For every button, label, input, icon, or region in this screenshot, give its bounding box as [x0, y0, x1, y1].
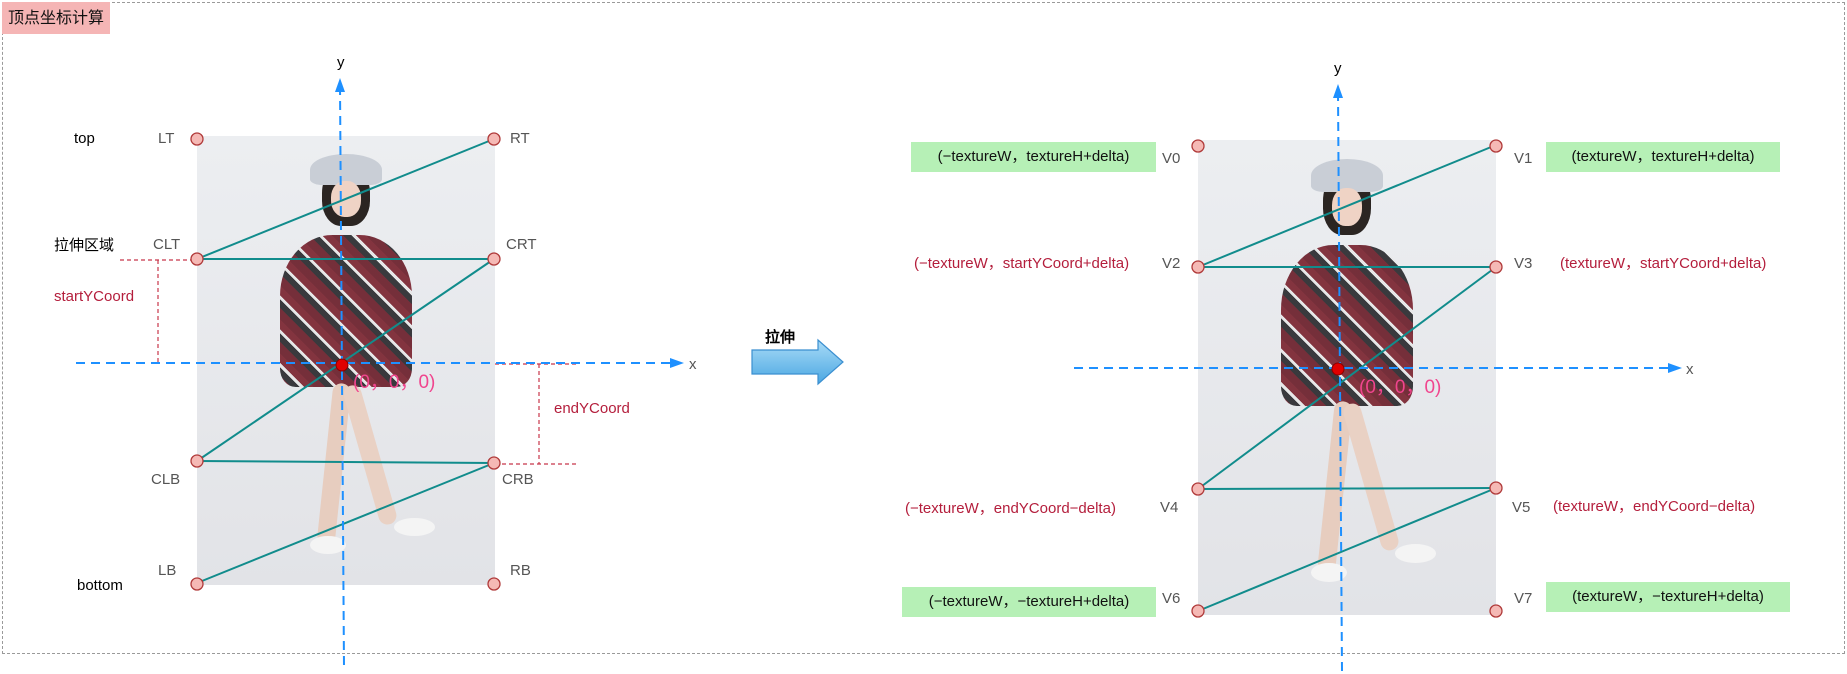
- left-red-guides: [120, 259, 578, 465]
- right-y-arrowhead: [1333, 84, 1343, 98]
- left-x-arrowhead: [670, 358, 684, 368]
- right-texture-image: [1198, 140, 1496, 615]
- vertex-label-LB: LB: [158, 562, 177, 579]
- label-top: top: [74, 130, 95, 147]
- vertex-label-CLB: CLB: [151, 471, 181, 488]
- right-origin-label: (0，0，0): [1359, 377, 1442, 398]
- left-origin-label: (0，0，0): [353, 372, 436, 393]
- vertex-label-CRB: CRB: [502, 471, 534, 488]
- left-texture-image: [197, 136, 495, 585]
- coord-box-v7: (textureW，−textureH+delta): [1546, 582, 1790, 612]
- vertex-label-V3: V3: [1514, 255, 1533, 272]
- coord-v2: (−textureW，startYCoord+delta): [914, 255, 1130, 272]
- right-origin-dot: [1331, 362, 1345, 376]
- right-y-axis-label: y: [1334, 60, 1342, 77]
- vertex-label-RT: RT: [510, 130, 530, 147]
- right-axes: [1074, 91, 1670, 673]
- stretch-arrow: [751, 338, 844, 386]
- vertex-label-V6: V6: [1162, 590, 1181, 607]
- coord-v3: (textureW，startYCoord+delta): [1560, 255, 1767, 272]
- left-y-axis-label: y: [337, 54, 345, 71]
- diagram-title: 顶点坐标计算: [2, 2, 111, 34]
- coord-box-v1: (textureW，textureH+delta): [1546, 142, 1780, 172]
- right-x-axis-label: x: [1686, 361, 1694, 378]
- coord-box-v6: (−textureW，−textureH+delta): [902, 587, 1156, 617]
- coord-box-v0: (−textureW，textureH+delta): [911, 142, 1156, 172]
- vertex-label-V1: V1: [1514, 150, 1533, 167]
- coord-v5: (textureW，endYCoord−delta): [1553, 498, 1756, 515]
- left-vertices: [190, 132, 501, 591]
- coord-v4: (−textureW，endYCoord−delta): [905, 500, 1116, 517]
- right-triangle-lines: [1197, 144, 1497, 612]
- vertex-label-CRT: CRT: [506, 236, 537, 253]
- left-y-arrowhead: [335, 78, 345, 92]
- left-x-axis-label: x: [689, 356, 697, 373]
- vertex-label-V7: V7: [1514, 590, 1533, 607]
- right-vertices: [1191, 139, 1503, 618]
- right-x-arrowhead: [1668, 363, 1682, 373]
- label-startYCoord: startYCoord: [54, 288, 135, 305]
- diagram-frame: [2, 2, 1845, 654]
- vertex-label-V4: V4: [1160, 499, 1179, 516]
- stretch-arrow-label: 拉伸: [765, 328, 796, 346]
- label-endYCoord: endYCoord: [554, 400, 630, 417]
- vertex-label-V5: V5: [1512, 499, 1531, 516]
- vertex-label-CLT: CLT: [153, 236, 181, 253]
- vertex-label-V0: V0: [1162, 150, 1181, 167]
- left-origin-dot: [335, 358, 349, 372]
- left-axes: [76, 85, 672, 669]
- vertex-label-V2: V2: [1162, 255, 1181, 272]
- label-stretch-region: 拉伸区域: [54, 236, 115, 254]
- label-bottom: bottom: [77, 577, 123, 594]
- vertex-label-LT: LT: [158, 130, 175, 147]
- vertex-label-RB: RB: [510, 562, 531, 579]
